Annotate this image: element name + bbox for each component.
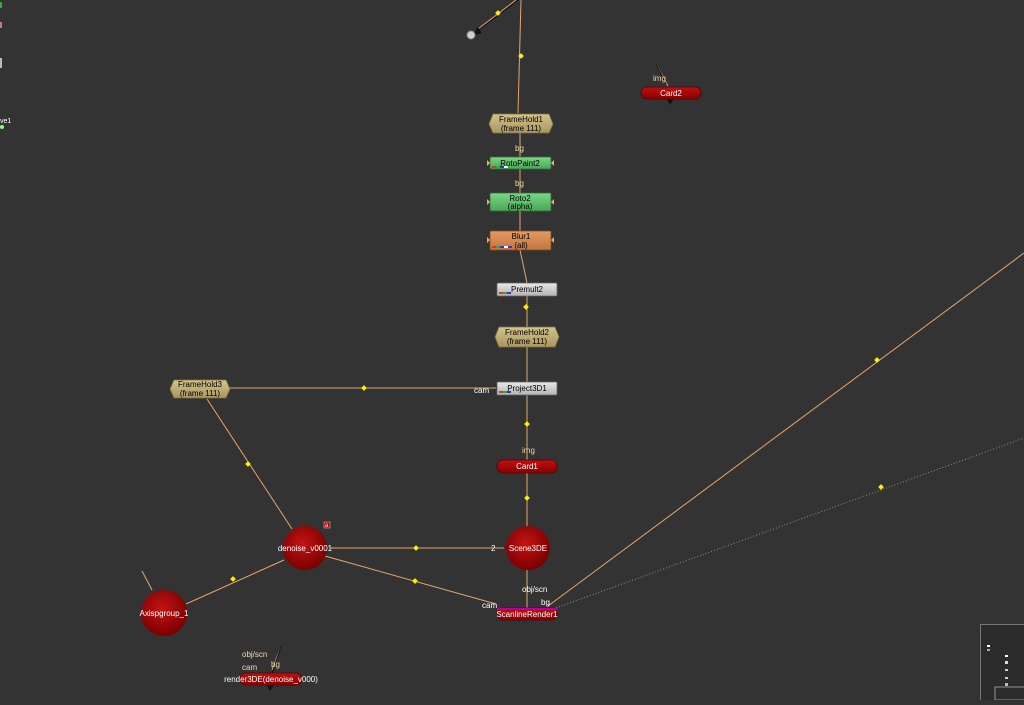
- arrow-stubs: [266, 0, 675, 691]
- node-card2[interactable]: Card2: [640, 86, 702, 100]
- node-roto2-title: Roto2: [509, 194, 531, 203]
- node-project3d1[interactable]: Project3D1: [496, 381, 558, 396]
- node-graph-minimap[interactable]: [980, 624, 1024, 701]
- node-framehold3[interactable]: FrameHold3 (frame 111): [169, 379, 231, 399]
- node-premult2-title: Premult2: [511, 285, 544, 294]
- node-render3de-title: render3DE(denoise_v000): [224, 675, 318, 684]
- port-bg: bg: [515, 144, 524, 153]
- node-blur1[interactable]: Blur1 (all): [487, 230, 554, 251]
- node-render3de[interactable]: render3DE(denoise_v000): [224, 672, 318, 686]
- node-scene3de[interactable]: Scene3DE: [506, 526, 550, 570]
- node-scanlinerender1-title: ScanlineRender1: [496, 610, 558, 619]
- node-denoise[interactable]: denoise_v0001 a: [278, 521, 333, 570]
- node-card2-title: Card2: [660, 89, 682, 98]
- node-roto2-sub: (alpha): [508, 202, 533, 211]
- port-img: img: [522, 446, 535, 455]
- node-denoise-marker: a: [325, 523, 329, 529]
- port-input-2: 2: [491, 544, 496, 553]
- node-axispgroup-title: Axispgroup_1: [140, 609, 189, 618]
- node-blur1-title: Blur1: [512, 232, 531, 241]
- edge-dots: [230, 10, 884, 584]
- edges: [141, 0, 1024, 671]
- node-card1-title: Card1: [516, 462, 538, 471]
- node-framehold2[interactable]: FrameHold2 (frame 111): [494, 326, 560, 348]
- port-obj-scn: obj/scn: [242, 650, 267, 659]
- node-partial-label: ve1: [0, 118, 11, 125]
- port-bg: bg: [515, 179, 524, 188]
- node-denoise-title: denoise_v0001: [278, 544, 333, 553]
- node-roto2[interactable]: Roto2 (alpha): [487, 192, 554, 212]
- node-framehold3-sub: (frame 111): [180, 389, 220, 398]
- port-cam: cam: [482, 601, 497, 610]
- node-blur1-sub: (all): [514, 241, 528, 250]
- node-framehold1-title: FrameHold1: [499, 115, 544, 124]
- partial-nodes-left-edge[interactable]: ve1: [0, 2, 11, 129]
- node-scene3de-title: Scene3DE: [509, 544, 547, 553]
- port-obj-scn: obj/scn: [522, 585, 547, 594]
- minimap-content: [987, 645, 1024, 701]
- port-cam: cam: [474, 386, 489, 395]
- node-framehold1-sub: (frame 111): [501, 124, 541, 133]
- port-cam: cam: [242, 663, 257, 672]
- node-rotopaint2[interactable]: RotoPaint2: [487, 156, 554, 170]
- node-framehold2-title: FrameHold2: [505, 328, 550, 337]
- node-framehold2-sub: (frame 111): [507, 337, 547, 346]
- dot-node[interactable]: [466, 30, 476, 40]
- node-project3d1-title: Project3D1: [507, 384, 547, 393]
- node-card1[interactable]: Card1: [496, 459, 558, 474]
- port-bg: bg: [541, 598, 550, 607]
- node-axispgroup[interactable]: Axispgroup_1: [140, 590, 189, 636]
- node-rotopaint2-title: RotoPaint2: [500, 159, 540, 168]
- node-premult2[interactable]: Premult2: [496, 282, 558, 297]
- port-img: img: [653, 74, 666, 83]
- node-framehold3-title: FrameHold3: [178, 380, 223, 389]
- node-framehold1[interactable]: FrameHold1 (frame 111): [488, 113, 554, 134]
- node-scanlinerender1[interactable]: ScanlineRender1: [496, 607, 558, 621]
- port-bg: bg: [271, 660, 280, 669]
